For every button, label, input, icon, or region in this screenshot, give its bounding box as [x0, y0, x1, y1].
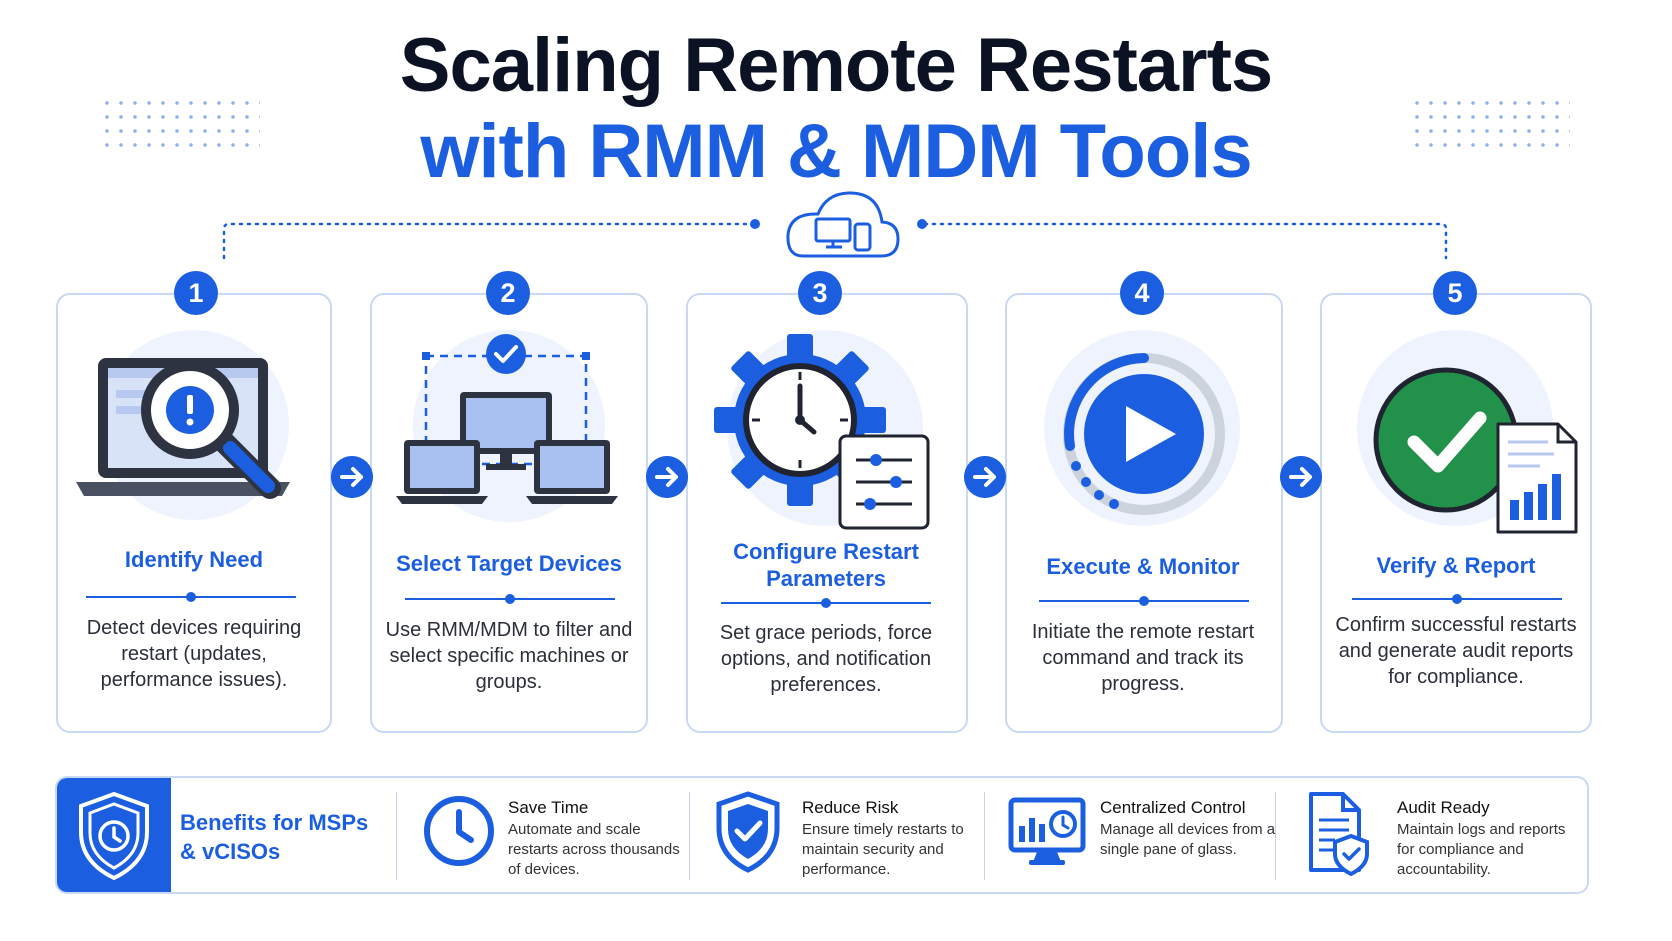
shield-clock-icon: [79, 791, 149, 881]
step-title: Verify & Report: [1376, 553, 1536, 578]
page-subtitle: with RMM & MDM Tools: [420, 109, 1252, 194]
benefits-bar: Benefits for MSPs & vCISOs Save Time Aut…: [55, 776, 1589, 894]
step-description: Detect devices requiring restart (update…: [86, 617, 302, 691]
benefits-header-block: [57, 778, 171, 892]
step-divider: [405, 594, 615, 604]
step-description: Set grace periods, force options, and no…: [719, 622, 933, 696]
cloud-devices-icon: [786, 191, 900, 258]
step-number-badge: 2: [486, 271, 530, 315]
monitor-dashboard-icon: [1008, 797, 1086, 865]
benefit-title: Reduce Risk: [802, 798, 899, 817]
benefit-description: Ensure timely restarts to maintain secur…: [802, 821, 964, 878]
step-divider: [721, 598, 931, 608]
benefit-title: Centralized Control: [1100, 798, 1246, 817]
shield-check-icon: [716, 791, 780, 873]
decorative-dots-right: [1410, 96, 1570, 152]
clock-icon: [424, 796, 494, 866]
page-title: Scaling Remote Restarts: [399, 23, 1273, 108]
benefit-title: Audit Ready: [1397, 798, 1490, 817]
benefit-title: Save Time: [508, 798, 589, 817]
step-number-badge: 5: [1433, 271, 1477, 315]
laptop-magnifier-alert-icon: [76, 358, 290, 499]
document-shield-icon: [1309, 792, 1369, 876]
arrow-right-icon: [331, 456, 373, 498]
step-title: Execute & Monitor: [1046, 554, 1240, 579]
step-description: Initiate the remote restart command and …: [1031, 621, 1255, 695]
benefits-title: Benefits for MSPs & vCISOs: [180, 810, 369, 864]
decorative-dots-left: [100, 96, 260, 152]
arrow-right-icon: [1280, 456, 1322, 498]
step-description: Use RMM/MDM to filter and select specifi…: [385, 619, 633, 693]
benefit-description: Automate and scale restarts across thous…: [508, 821, 680, 878]
cloud-connector: [222, 191, 1448, 260]
step-title: Configure Restart Parameters: [733, 539, 919, 591]
benefit-description: Manage all devices from a single pane of…: [1100, 821, 1276, 858]
step-title: Identify Need: [124, 547, 264, 572]
device-group-selection-icon: [396, 334, 618, 504]
step-description: Confirm successful restarts and generate…: [1335, 614, 1577, 688]
step-number-badge: 1: [174, 271, 218, 315]
checkmark-report-icon: [1373, 367, 1578, 534]
play-progress-icon: [1063, 353, 1225, 515]
gear-clock-settings-icon: [714, 334, 930, 530]
benefit-description: Maintain logs and reports for compliance…: [1397, 821, 1566, 878]
step-divider: [1352, 594, 1562, 604]
arrow-right-icon: [646, 456, 688, 498]
arrow-right-icon: [964, 456, 1006, 498]
step-divider: [86, 592, 296, 602]
step-number-badge: 4: [1120, 271, 1164, 315]
step-title: Select Target Devices: [396, 551, 622, 576]
step-number-badge: 3: [798, 271, 842, 315]
step-divider: [1039, 596, 1249, 606]
